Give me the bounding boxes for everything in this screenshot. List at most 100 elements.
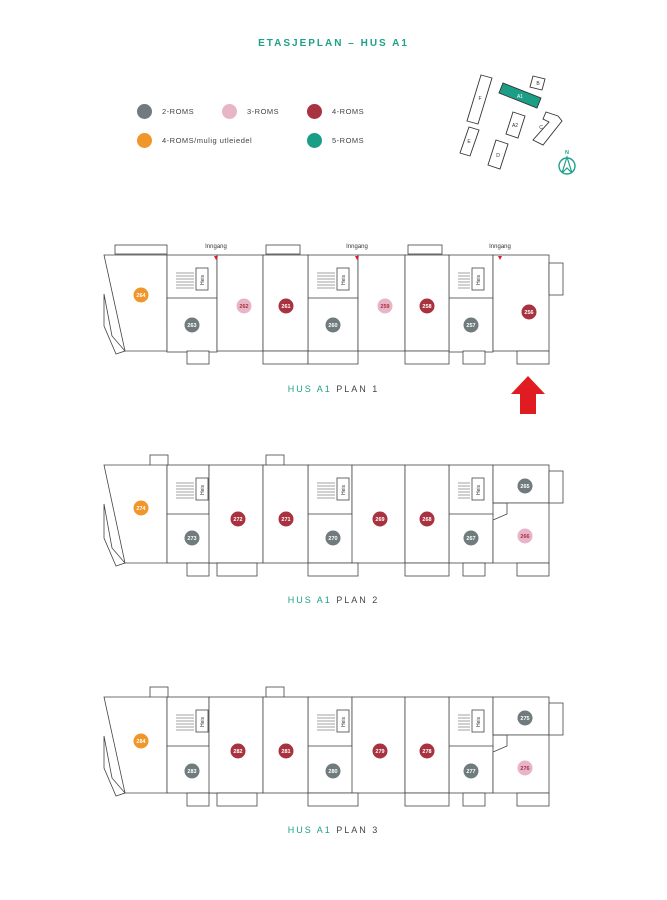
unit-number: 269 xyxy=(375,517,384,523)
red-arrow-icon xyxy=(511,376,545,414)
legend-4-roms-mulig: 4-ROMS/mulig utleiedel xyxy=(137,133,252,148)
heis-label: Heis xyxy=(476,275,482,286)
north-label: N xyxy=(565,150,569,156)
unit-badge[interactable] xyxy=(133,287,149,303)
site-building-a2 xyxy=(505,111,526,139)
north-arrow-icon: N xyxy=(558,150,576,175)
legend-dot-4-roms-mulig xyxy=(137,133,152,148)
unit-number: 277 xyxy=(466,769,475,775)
unit-number: 261 xyxy=(281,304,290,310)
plan-number: PLAN 2 xyxy=(336,595,380,605)
unit-badge[interactable] xyxy=(278,298,294,314)
unit-number: 271 xyxy=(281,517,290,523)
site-label-e: E xyxy=(467,139,471,145)
unit-badge[interactable] xyxy=(517,760,533,776)
unit-number: 267 xyxy=(466,536,475,542)
plan-label-1: HUS A1 PLAN 1 xyxy=(0,384,667,394)
unit-badge[interactable] xyxy=(372,511,388,527)
unit-badge[interactable] xyxy=(517,710,533,726)
unit-number: 268 xyxy=(422,517,431,523)
legend-dot-5-roms xyxy=(307,133,322,148)
unit-badge[interactable] xyxy=(184,530,200,546)
unit-number: 256 xyxy=(524,310,533,316)
site-building-d xyxy=(487,139,509,170)
unit-number: 278 xyxy=(422,749,431,755)
unit-badge[interactable] xyxy=(517,478,533,494)
unit-badge[interactable] xyxy=(419,511,435,527)
plan-hus: HUS A1 xyxy=(287,384,332,394)
unit-badge[interactable] xyxy=(278,743,294,759)
legend-2-roms: 2-ROMS xyxy=(137,104,194,119)
unit-badge[interactable] xyxy=(133,500,149,516)
heis-label: Heis xyxy=(341,275,347,286)
entrance-marker-icon xyxy=(214,256,218,260)
unit-number: 272 xyxy=(233,517,242,523)
legend-3-roms: 3-ROMS xyxy=(222,104,279,119)
unit-number: 281 xyxy=(281,749,290,755)
heis-label: Heis xyxy=(341,485,347,496)
unit-badge[interactable] xyxy=(236,298,252,314)
site-label-a1: A1 xyxy=(517,94,523,100)
legend-label-4-roms: 4-ROMS xyxy=(332,107,365,116)
page-title: ETASJEPLAN – HUS A1 xyxy=(258,38,409,49)
entrance-marker-icon xyxy=(355,256,359,260)
plan-hus: HUS A1 xyxy=(287,825,332,835)
unit-badge[interactable] xyxy=(278,511,294,527)
unit-badge[interactable] xyxy=(325,317,341,333)
heis-label: Heis xyxy=(200,275,206,286)
site-label-f: F xyxy=(478,96,481,102)
unit-number: 279 xyxy=(375,749,384,755)
unit-badge[interactable] xyxy=(377,298,393,314)
unit-number: 280 xyxy=(328,769,337,775)
unit-badge[interactable] xyxy=(463,763,479,779)
site-building-f xyxy=(466,74,493,125)
unit-number: 265 xyxy=(520,484,529,490)
unit-badge[interactable] xyxy=(521,304,537,320)
site-label-d: D xyxy=(496,153,500,159)
unit-badge[interactable] xyxy=(325,763,341,779)
plan-label-3: HUS A1 PLAN 3 xyxy=(0,825,667,835)
unit-number: 283 xyxy=(187,769,196,775)
unit-number: 276 xyxy=(520,766,529,772)
unit-badge[interactable] xyxy=(133,733,149,749)
plan-number: PLAN 1 xyxy=(336,384,380,394)
unit-badge[interactable] xyxy=(184,317,200,333)
plan-number: PLAN 3 xyxy=(336,825,380,835)
legend-label-4-roms-mulig: 4-ROMS/mulig utleiedel xyxy=(162,136,253,145)
unit-number: 274 xyxy=(136,506,146,512)
unit-badge[interactable] xyxy=(230,743,246,759)
unit-number: 262 xyxy=(239,304,248,310)
unit-number: 270 xyxy=(328,536,337,542)
unit-number: 273 xyxy=(187,536,196,542)
floor-plan-1: Heis Heis Heis Inngang Inngang Inngang 2… xyxy=(103,244,564,365)
site-building-c xyxy=(532,111,563,146)
unit-badge[interactable] xyxy=(463,530,479,546)
heis-label: Heis xyxy=(341,717,347,728)
unit-number: 260 xyxy=(328,323,337,329)
unit-number: 264 xyxy=(136,293,146,299)
unit-badge[interactable] xyxy=(419,743,435,759)
unit-number: 259 xyxy=(380,304,389,310)
heis-label: Heis xyxy=(476,485,482,496)
legend-dot-2-roms xyxy=(137,104,152,119)
entrance-label: Inngang xyxy=(489,244,511,250)
site-building-b xyxy=(529,75,546,91)
unit-badge[interactable] xyxy=(184,763,200,779)
unit-badge[interactable] xyxy=(372,743,388,759)
unit-badge[interactable] xyxy=(325,530,341,546)
site-label-c: C xyxy=(539,125,543,131)
unit-badge[interactable] xyxy=(230,511,246,527)
unit-badge[interactable] xyxy=(419,298,435,314)
unit-badge[interactable] xyxy=(517,528,533,544)
unit-badge[interactable] xyxy=(463,317,479,333)
unit-number: 275 xyxy=(520,716,529,722)
entrance-label: Inngang xyxy=(205,244,227,250)
unit-number: 284 xyxy=(136,739,146,745)
heis-label: Heis xyxy=(200,485,206,496)
site-label-a2: A2 xyxy=(512,123,518,129)
unit-number: 257 xyxy=(466,323,475,329)
legend-label-5-roms: 5-ROMS xyxy=(332,136,365,145)
legend-5-roms: 5-ROMS xyxy=(307,133,364,148)
entrance-label: Inngang xyxy=(346,244,368,250)
unit-number: 266 xyxy=(520,534,529,540)
